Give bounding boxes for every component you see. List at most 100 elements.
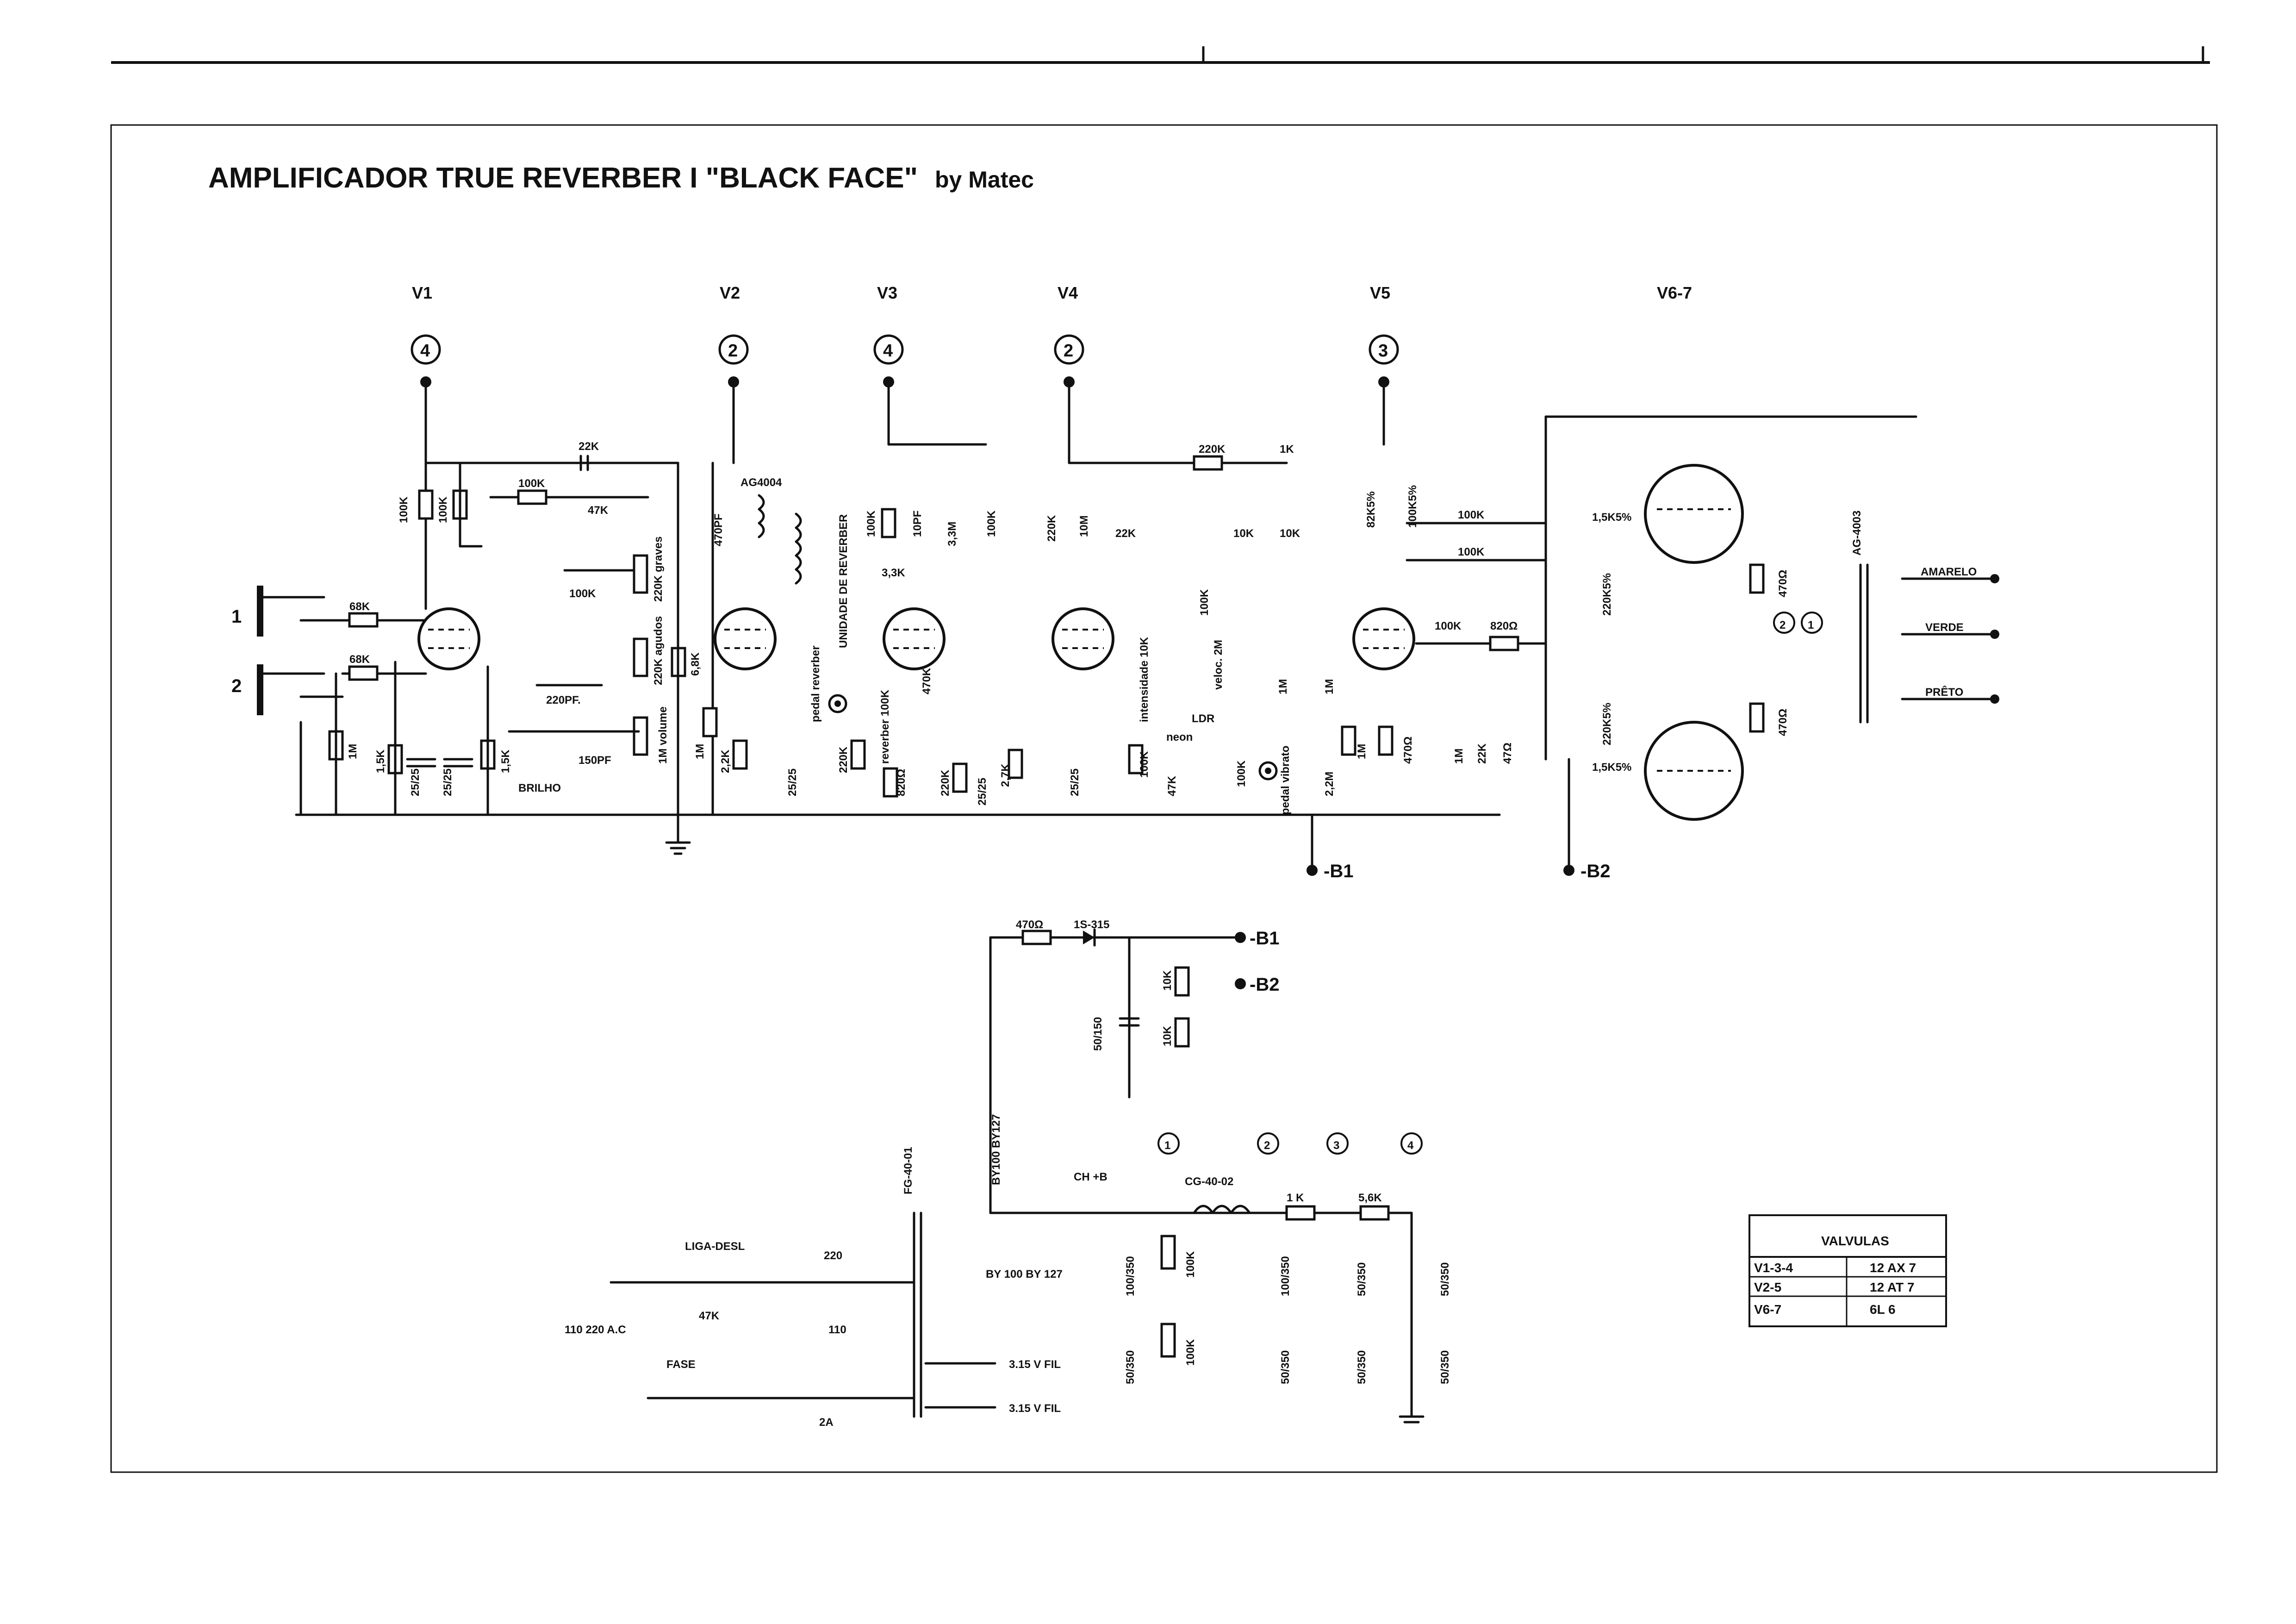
tube-label-v3: V3 (877, 283, 897, 302)
tube-label-v4: V4 (1058, 283, 1078, 302)
svg-text:100/350: 100/350 (1124, 1256, 1137, 1296)
rail-b2-label: -B2 (1580, 861, 1610, 881)
svg-text:220K5%: 220K5% (1601, 703, 1613, 745)
svg-text:pedal vibrato: pedal vibrato (1279, 746, 1292, 815)
valve-row-2-pos: V2-5 (1754, 1280, 1781, 1294)
valve-row-3-type: 6L 6 (1870, 1302, 1896, 1317)
svg-text:820Ω: 820Ω (895, 769, 908, 796)
svg-text:47K: 47K (1166, 775, 1178, 796)
svg-text:1: 1 (1164, 1139, 1170, 1152)
valve-table-header: VALVULAS (1821, 1234, 1889, 1248)
svg-text:470Ω: 470Ω (1777, 570, 1789, 597)
svg-text:UNIDADE DE REVERBER: UNIDADE DE REVERBER (837, 514, 850, 648)
svg-text:82K5%: 82K5% (1365, 491, 1377, 528)
v3-tube (883, 607, 946, 670)
svg-text:22K: 22K (1115, 527, 1136, 540)
svg-text:2: 2 (1264, 1139, 1270, 1152)
svg-text:1M: 1M (1453, 749, 1465, 764)
v1-r1-label: 68K (349, 600, 370, 613)
tube-header-v5: V5 3 (1369, 283, 1399, 387)
svg-text:1,5K5%: 1,5K5% (1592, 761, 1631, 774)
svg-text:220K: 220K (939, 769, 952, 796)
svg-text:470Ω: 470Ω (1402, 737, 1414, 764)
svg-text:100K5%: 100K5% (1406, 485, 1419, 528)
v1-r2-label: 68K (349, 653, 370, 666)
svg-text:50/350: 50/350 (1124, 1350, 1137, 1384)
svg-text:neon: neon (1166, 731, 1193, 743)
svg-text:100K: 100K (1198, 589, 1211, 616)
svg-text:50/350: 50/350 (1356, 1262, 1368, 1296)
svg-text:470Ω: 470Ω (1777, 709, 1789, 736)
svg-text:470Ω: 470Ω (1016, 918, 1043, 931)
input-1-label: 1 (231, 606, 242, 627)
svg-text:50/350: 50/350 (1279, 1350, 1292, 1384)
svg-text:1S-315: 1S-315 (1074, 918, 1109, 931)
svg-text:100K: 100K (569, 587, 596, 600)
supply-node-v2: 2 (728, 341, 738, 361)
svg-text:10PF: 10PF (911, 511, 924, 537)
svg-text:1,5K5%: 1,5K5% (1592, 511, 1631, 524)
ground-bus (295, 813, 1501, 855)
svg-text:1M: 1M (347, 744, 359, 759)
svg-text:10K: 10K (1161, 1025, 1174, 1046)
svg-text:1,5K: 1,5K (374, 750, 387, 773)
svg-text:820Ω: 820Ω (1490, 620, 1518, 632)
svg-text:50/350: 50/350 (1439, 1350, 1451, 1384)
tube-label-v2: V2 (720, 283, 740, 302)
tube-label-v1: V1 (412, 283, 432, 302)
svg-text:reverber 100K: reverber 100K (879, 689, 891, 764)
svg-text:1M: 1M (1277, 679, 1289, 694)
svg-text:LDR: LDR (1192, 712, 1214, 725)
svg-text:22K: 22K (579, 440, 599, 453)
svg-text:AG-4003: AG-4003 (1851, 511, 1863, 556)
svg-text:100K: 100K (518, 477, 545, 490)
svg-text:3.15 V FIL: 3.15 V FIL (1009, 1402, 1061, 1415)
v1-tube (417, 607, 480, 670)
svg-text:47Ω: 47Ω (1501, 743, 1514, 764)
svg-text:25/25: 25/25 (786, 768, 799, 796)
svg-text:25/25: 25/25 (409, 768, 422, 796)
svg-text:2,7K: 2,7K (999, 763, 1012, 787)
v3-stage: 100K 10PF 3,3M 100K 3,3K 470K reverber 1… (865, 443, 1023, 806)
svg-text:100K: 100K (1235, 760, 1248, 787)
v4-tube (1052, 607, 1114, 670)
schematic-title: AMPLIFICADOR TRUE REVERBER I "BLACK FACE… (208, 162, 918, 194)
svg-text:470PF: 470PF (712, 513, 725, 546)
svg-text:50/350: 50/350 (1356, 1350, 1368, 1384)
speaker-verde-label: VERDE (1925, 621, 1964, 634)
valve-row-3-pos: V6-7 (1754, 1302, 1781, 1317)
svg-text:220K graves: 220K graves (652, 537, 665, 602)
svg-text:50/150: 50/150 (1092, 1017, 1104, 1051)
svg-text:10K: 10K (1280, 527, 1300, 540)
svg-text:100K: 100K (865, 510, 877, 537)
svg-text:BY100 BY127: BY100 BY127 (990, 1114, 1002, 1185)
svg-text:100K: 100K (1458, 546, 1485, 558)
plate-supply-wires (424, 381, 1385, 464)
svg-text:25/25: 25/25 (442, 768, 454, 796)
svg-text:220K agudos: 220K agudos (652, 616, 665, 685)
schematic-author: by Matec (935, 167, 1034, 193)
svg-text:220K5%: 220K5% (1601, 573, 1613, 616)
svg-text:1M: 1M (694, 744, 706, 759)
svg-text:470K: 470K (921, 668, 933, 694)
svg-text:50/350: 50/350 (1439, 1262, 1451, 1296)
svg-text:5,6K: 5,6K (1358, 1192, 1382, 1204)
svg-text:1M: 1M (1356, 744, 1368, 759)
svg-text:CH +B: CH +B (1074, 1171, 1108, 1183)
page-frame (110, 46, 2218, 1473)
svg-text:100K: 100K (398, 496, 410, 523)
tube-header-v4: V4 2 (1054, 283, 1084, 387)
svg-text:25/25: 25/25 (976, 778, 989, 806)
b-rails: -B1 -B2 (1307, 758, 1610, 881)
svg-text:1,5K: 1,5K (499, 750, 512, 773)
svg-text:22K: 22K (1476, 743, 1488, 764)
svg-text:100K: 100K (1458, 509, 1485, 521)
valve-row-1-type: 12 AX 7 (1870, 1261, 1916, 1275)
svg-text:3,3K: 3,3K (882, 567, 905, 579)
svg-text:100K: 100K (1435, 620, 1462, 632)
svg-text:BY 100 BY 127: BY 100 BY 127 (986, 1268, 1063, 1280)
rail-b1-label: -B1 (1324, 861, 1353, 881)
svg-text:3: 3 (1333, 1139, 1339, 1152)
v1-stage: 100K 100K 1M 1,5K 25/25 25/25 1,5K (328, 462, 512, 816)
svg-text:6,8K: 6,8K (689, 652, 702, 676)
